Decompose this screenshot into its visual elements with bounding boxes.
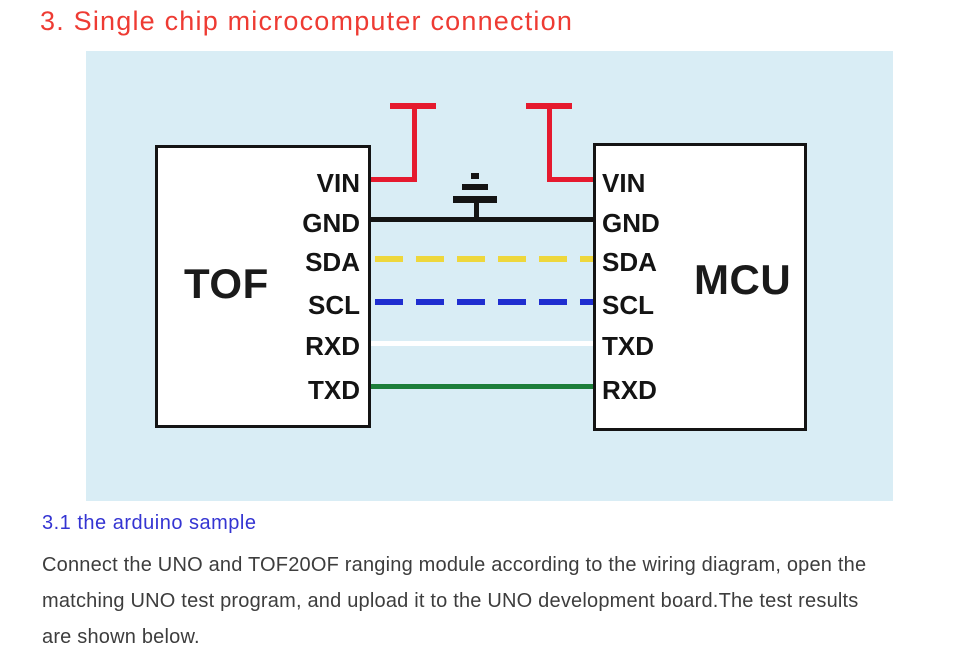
- body-paragraph: Connect the UNO and TOF20OF ranging modu…: [42, 547, 942, 653]
- mcu-pin-rxd: RXD: [602, 375, 657, 405]
- mcu-label: MCU: [694, 256, 792, 303]
- body-line: are shown below.: [42, 626, 200, 648]
- tof-pin-rxd: RXD: [305, 331, 360, 361]
- mcu-pin-gnd: GND: [602, 208, 660, 238]
- mcu-box: MCU VIN GND SDA SCL TXD RXD: [593, 143, 807, 431]
- power-rail-left-bar-icon: [390, 103, 436, 109]
- ground-icon: [462, 184, 488, 190]
- body-line: matching UNO test program, and upload it…: [42, 590, 859, 612]
- gnd-wire: [371, 217, 593, 222]
- tof-pin-vin: VIN: [316, 168, 360, 198]
- tof-box: TOF VIN GND SDA SCL RXD TXD: [155, 145, 371, 428]
- tof-pin-txd: TXD: [308, 375, 360, 405]
- vin-wire-left: [371, 177, 417, 182]
- ground-icon: [453, 196, 497, 203]
- vin-wire-right: [547, 177, 593, 182]
- power-rail-left-icon: [412, 108, 417, 182]
- mcu-pin-sda: SDA: [602, 247, 657, 277]
- txd-rxd-wire: [371, 384, 593, 389]
- power-rail-right-bar-icon: [526, 103, 572, 109]
- mcu-pin-scl: SCL: [602, 290, 654, 320]
- tof-pin-sda: SDA: [305, 247, 360, 277]
- tof-label: TOF: [184, 260, 269, 307]
- wiring-diagram-panel: TOF VIN GND SDA SCL RXD TXD MCU VIN GND …: [86, 51, 893, 501]
- power-rail-right-icon: [547, 108, 552, 182]
- mcu-pin-vin: VIN: [602, 168, 646, 198]
- mcu-pin-txd: TXD: [602, 331, 654, 361]
- page-title: 3. Single chip microcomputer connection: [40, 6, 574, 36]
- tof-pin-gnd: GND: [302, 208, 360, 238]
- section-heading: 3.1 the arduino sample: [42, 512, 257, 534]
- sda-wire: [375, 256, 593, 262]
- tof-pin-scl: SCL: [308, 290, 360, 320]
- body-line: Connect the UNO and TOF20OF ranging modu…: [42, 554, 867, 576]
- rxd-txd-wire: [371, 341, 593, 346]
- scl-wire: [375, 299, 593, 305]
- ground-icon: [474, 202, 479, 218]
- ground-icon: [471, 173, 479, 179]
